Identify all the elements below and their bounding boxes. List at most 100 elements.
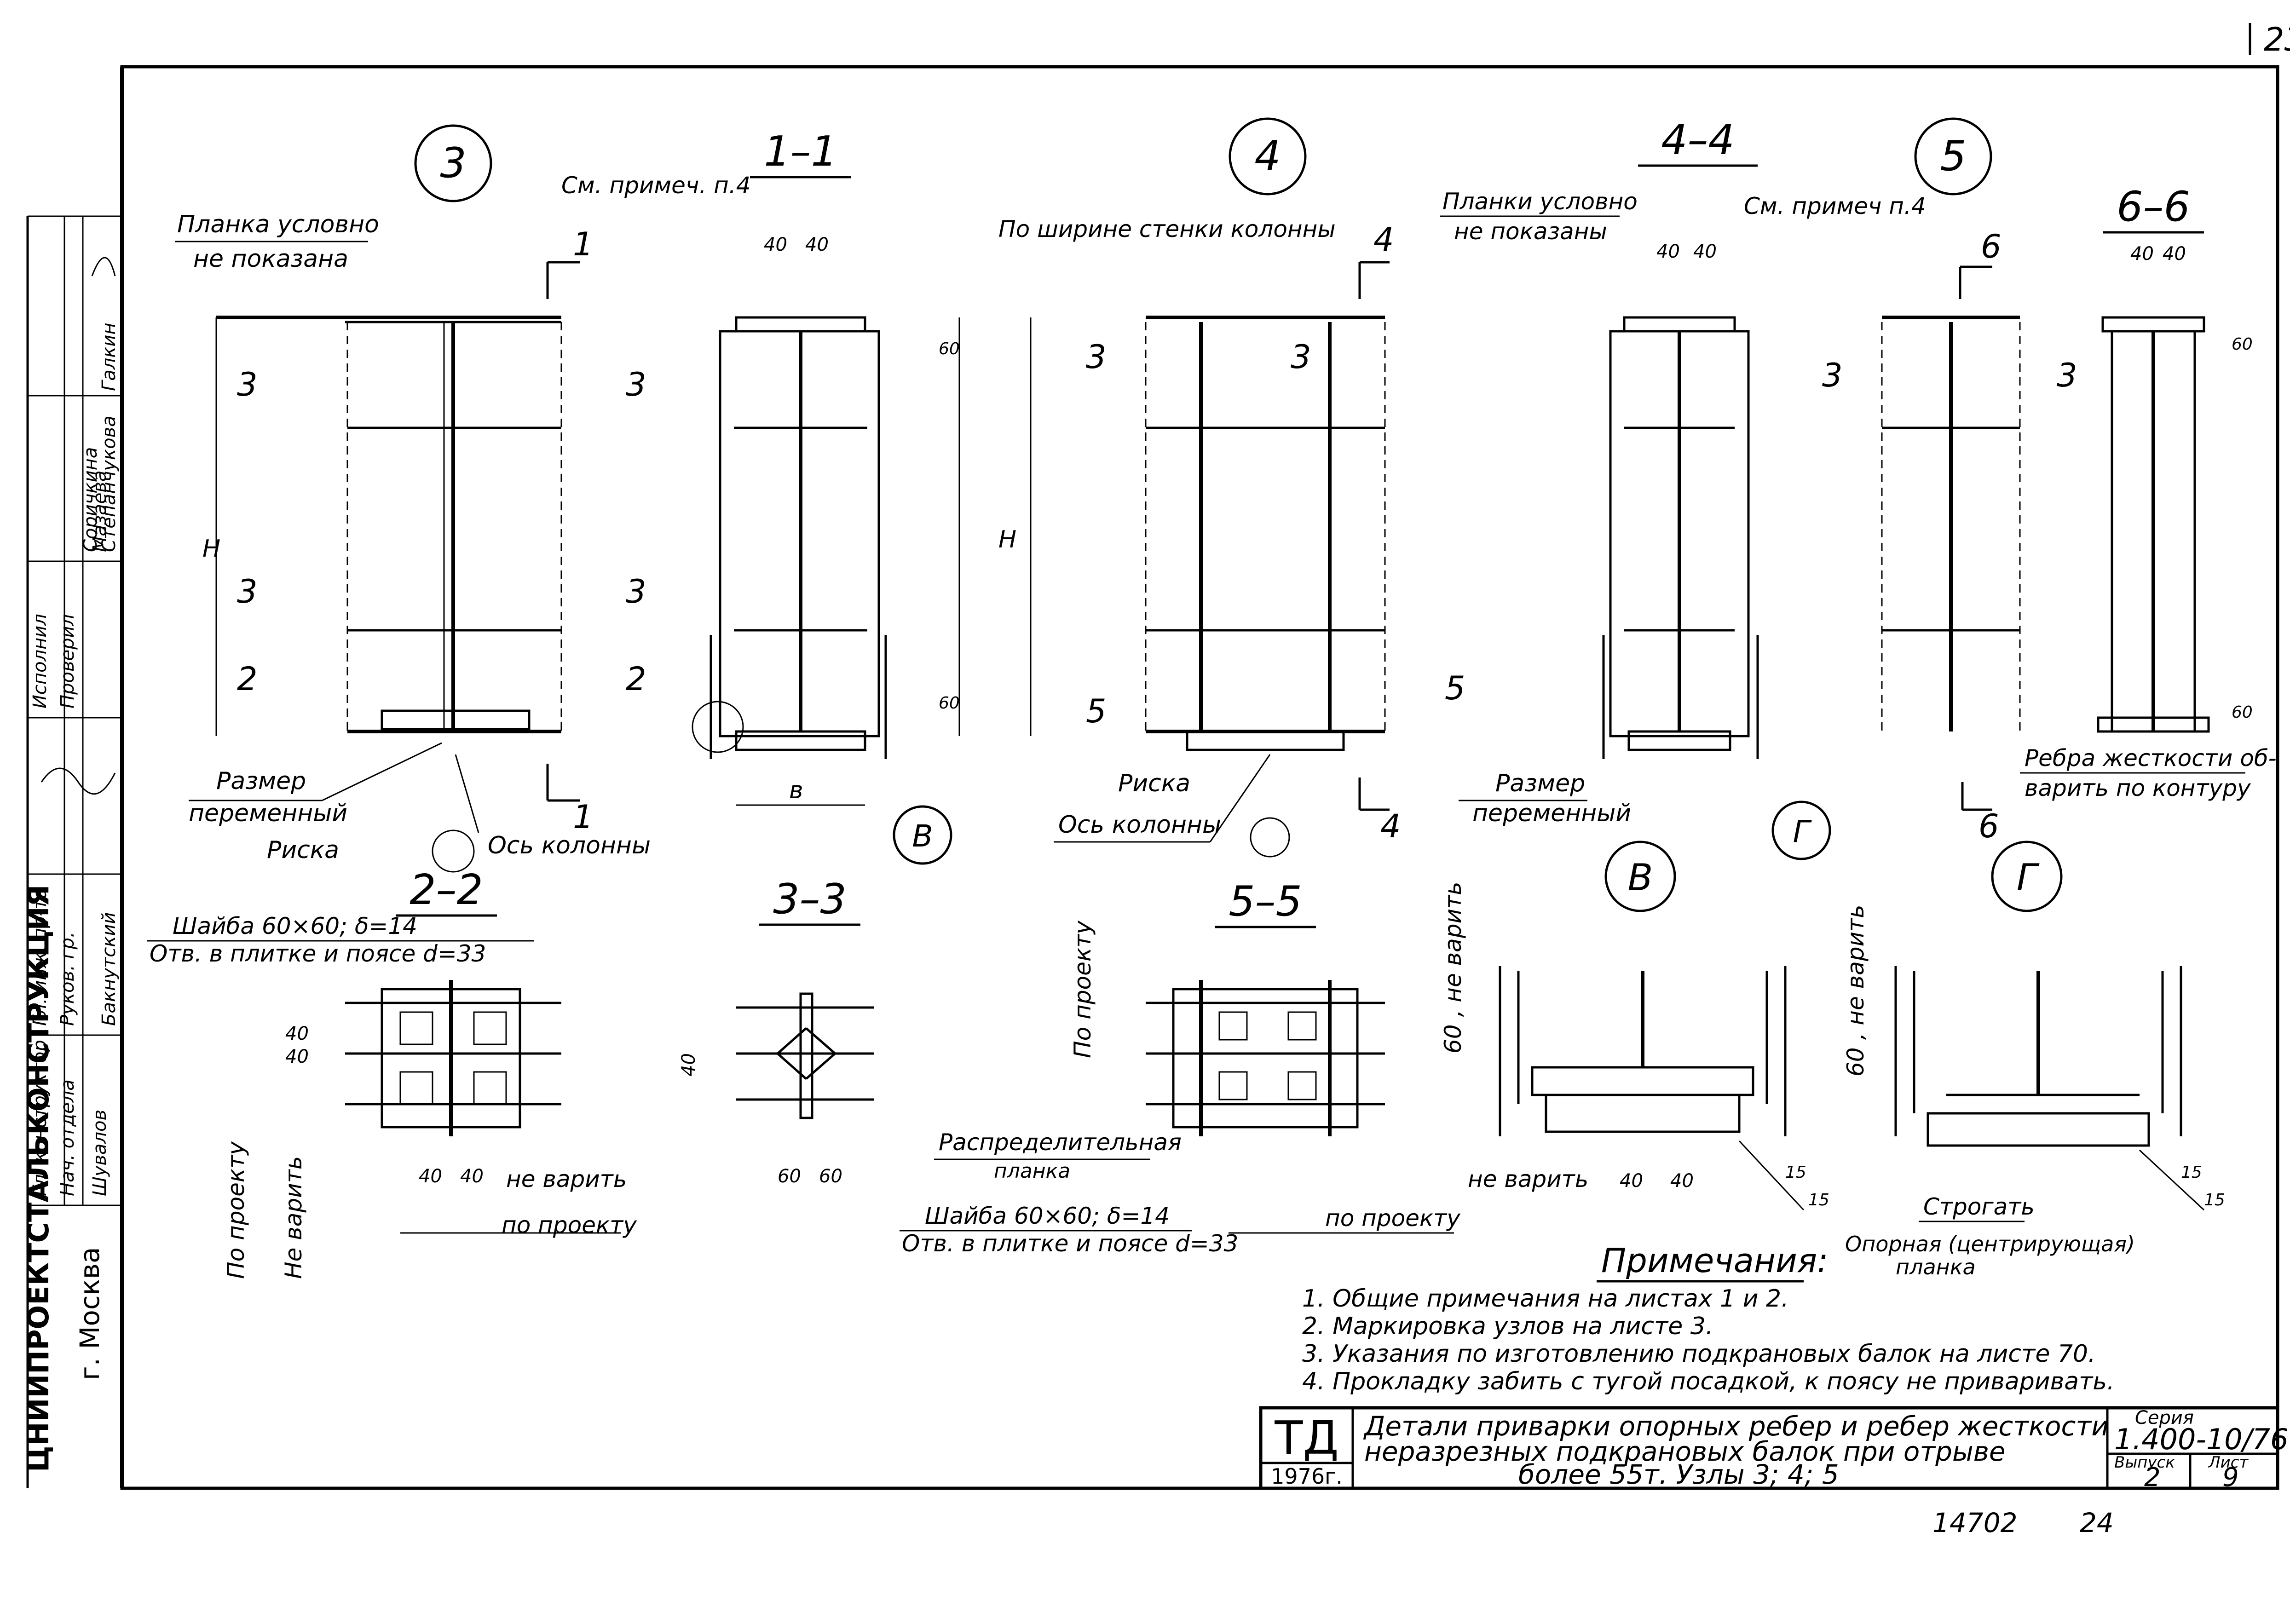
note-label: планка <box>1896 1255 1976 1279</box>
cut-label: 1 <box>573 225 594 263</box>
dim-text: 40 <box>1656 241 1680 262</box>
cut-label: 3 <box>1291 338 1311 376</box>
dim-text: 15 <box>2181 1163 2202 1182</box>
stamp-name: Галкин <box>98 322 120 391</box>
note-label: не варить <box>506 1166 627 1192</box>
section-6-6: 6–6 40 40 60 60 Ребра жесткости об- вари… <box>2020 183 2277 801</box>
cut-label: 3 <box>237 366 258 403</box>
detail-marker <box>893 805 952 865</box>
note-label: Распределительная <box>939 1129 1182 1156</box>
washer <box>399 1071 433 1105</box>
dim-text: 40 <box>419 1166 442 1187</box>
support-plate <box>735 730 866 751</box>
cut-label: 3 <box>626 573 646 610</box>
note-label: Шайба 60×60; δ=14 <box>173 913 417 939</box>
note-ref: См. примеч п.4 <box>1744 193 1926 219</box>
detail-g: Г 60 , не варить Строгать Опорная (центр… <box>1842 841 2225 1279</box>
detail-callout <box>692 701 744 753</box>
detail-marker <box>1771 800 1831 860</box>
dim-text: 40 <box>1693 241 1717 262</box>
series-label: Серия <box>2135 1407 2194 1428</box>
cut-label: 3 <box>1822 357 1843 394</box>
node-5-view: 5 3 3 6 6 <box>1822 117 2077 845</box>
dim-text: 40 <box>2130 243 2154 265</box>
stamp-role: Исполнил <box>29 614 51 708</box>
washer <box>473 1071 507 1105</box>
section-1-1: 1–1 40 40 Н 60 60 в В <box>692 127 1016 865</box>
support-plate <box>1545 1094 1741 1133</box>
dim-text: 40 <box>285 1023 309 1044</box>
weld <box>805 1053 836 1080</box>
stamp-city: г. Москва <box>74 1247 105 1380</box>
note-item: 1. Общие примечания на листах 1 и 2. <box>1302 1285 1789 1313</box>
corner-number: 23 <box>2264 21 2290 58</box>
stamp-name: Соричкина <box>80 447 101 552</box>
cut-label: 2 <box>626 660 646 698</box>
title-block: ТД 1976г. Детали приварки опорных ребер … <box>1259 1406 2289 1492</box>
stamp-name: Мазаева <box>89 471 110 553</box>
note-label: По проекту <box>1069 920 1096 1058</box>
dim-text: 40 <box>285 1046 309 1067</box>
section-title: 4–4 <box>1661 116 1735 164</box>
stamp-role: Проверил <box>57 614 78 708</box>
note-label: Планка условно <box>177 211 379 238</box>
stamp-role: Руков. гр. <box>57 932 78 1026</box>
axis-circle <box>1250 817 1290 858</box>
washer <box>1218 1071 1248 1100</box>
section-title: 6–6 <box>2117 183 2190 231</box>
note-label: Шайба 60×60; δ=14 <box>925 1203 1170 1229</box>
dim-text: 60 <box>819 1166 842 1187</box>
side-stamp: ЦНИИПРОЕКТСТАЛЬКОНСТРУКЦИЯ г. Москва Гл.… <box>22 215 122 1488</box>
note-label: Отв. в плитке и поясе d=33 <box>150 940 486 967</box>
plate <box>1172 988 1359 1129</box>
inventory-number: 14702 <box>1932 1507 2018 1538</box>
doc-code: ТД <box>1274 1411 1338 1465</box>
leader-line <box>1209 754 1271 842</box>
stamp-role: Гл. инж. пр-та <box>29 887 51 1026</box>
washer <box>1287 1071 1317 1100</box>
stamp-org: ЦНИИПРОЕКТСТАЛЬКОНСТРУКЦИЯ <box>22 885 55 1472</box>
page-number: 24 <box>2080 1507 2114 1538</box>
leader-line <box>2139 1149 2205 1211</box>
detail-letter: Г <box>2017 856 2040 899</box>
section-title: 1–1 <box>764 127 837 176</box>
doc-title: Детали приварки опорных ребер и ребер же… <box>1363 1411 2109 1442</box>
section-3-3: 3–3 40 60 60 <box>678 875 874 1187</box>
dim-text: 40 <box>678 1053 699 1077</box>
signature-mark <box>40 767 116 795</box>
stamp-role: Гл. конструктор <box>29 1040 51 1196</box>
note-label: по проекту <box>1325 1205 1461 1232</box>
doc-title: неразрезных подкрановых балок при отрыве <box>1364 1436 2006 1467</box>
dim-text: 40 <box>1620 1170 1643 1192</box>
detail-marker <box>1991 841 2063 912</box>
section-5-5: 5–5 По проекту Распределительная планка … <box>900 877 1461 1257</box>
sheet-label: Лист <box>2208 1453 2249 1472</box>
note-label: Отв. в плитке и поясе d=33 <box>902 1230 1238 1257</box>
support-plate <box>381 709 531 731</box>
web <box>799 992 813 1119</box>
signature-mark <box>91 257 116 276</box>
stamp-name: Шувалов <box>89 1110 110 1196</box>
weld <box>777 1027 807 1054</box>
notes-block: Примечания: 1. Общие примечания на листа… <box>1302 1241 2115 1395</box>
cut-label: 3 <box>2057 357 2077 394</box>
node-3-view: 3 Планка условно не показана См. примеч.… <box>175 124 751 873</box>
note-label: 60 , не варить <box>1842 904 1869 1077</box>
cut-label: 6 <box>1981 228 2002 265</box>
note-label: 60 , не варить <box>1440 881 1466 1054</box>
node-number: 5 <box>1940 132 1966 180</box>
node-number: 3 <box>440 139 466 187</box>
sheet-value: 9 <box>2222 1463 2239 1492</box>
section-title: 2–2 <box>410 866 483 914</box>
detail-marker <box>1604 841 1676 912</box>
note-label: планка <box>994 1159 1070 1183</box>
bottom-plate <box>2097 716 2210 733</box>
top-flange <box>1623 316 1736 333</box>
node-4-view: 4 По ширине стенки колонны 3 3 5 5 4 4 Р… <box>998 117 1631 858</box>
detail-letter: В <box>912 818 933 854</box>
note-label: Риска <box>267 836 339 864</box>
note-label: не показаны <box>1454 218 1607 245</box>
title-frame <box>1259 1406 2279 1490</box>
note-label: Не варить <box>280 1156 307 1279</box>
